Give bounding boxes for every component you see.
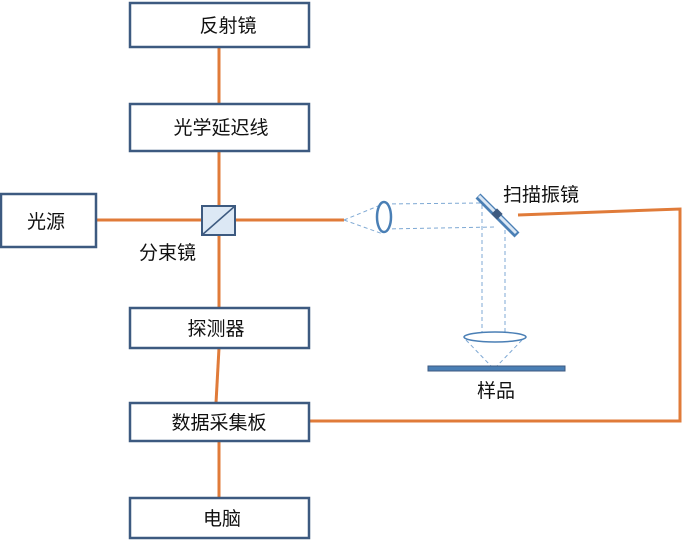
box-detector: 探测器 (128, 306, 311, 350)
box-daq-board-label: 数据采集板 (171, 412, 266, 434)
box-daq-board: 数据采集板 (128, 401, 311, 443)
line-detector-to-daq (214, 347, 221, 404)
objective-lens-icon (463, 331, 527, 343)
scanning-galvo-icon (475, 193, 520, 238)
beam-parallel-bottom (384, 226, 496, 230)
beam-parallel-top (384, 202, 481, 205)
beam-cone-top (343, 203, 384, 221)
box-computer: 电脑 (128, 496, 311, 540)
box-mirror-label: 反射镜 (199, 15, 256, 37)
sample-label: 样品 (477, 380, 515, 402)
beam-focus-left (465, 339, 492, 367)
beam-focus-right (496, 339, 523, 367)
box-light-source-label: 光源 (27, 211, 65, 233)
box-mirror: 反射镜 (128, 1, 311, 49)
lens-icon (375, 200, 393, 234)
box-optical-delay-line: 光学延迟线 (128, 102, 311, 153)
beam-splitter-icon (201, 205, 236, 236)
line-galvo-to-daq (310, 207, 682, 423)
box-computer-label: 电脑 (203, 508, 241, 530)
box-detector-label: 探测器 (187, 318, 244, 340)
box-light-source: 光源 (0, 192, 98, 249)
scanning-galvo-label: 扫描振镜 (503, 184, 579, 206)
beam-path (343, 202, 523, 367)
box-optical-delay-line-label: 光学延迟线 (173, 117, 268, 139)
sample-stage (427, 365, 566, 372)
connection-lines (96, 47, 682, 498)
beam-splitter-label: 分束镜 (139, 242, 196, 264)
